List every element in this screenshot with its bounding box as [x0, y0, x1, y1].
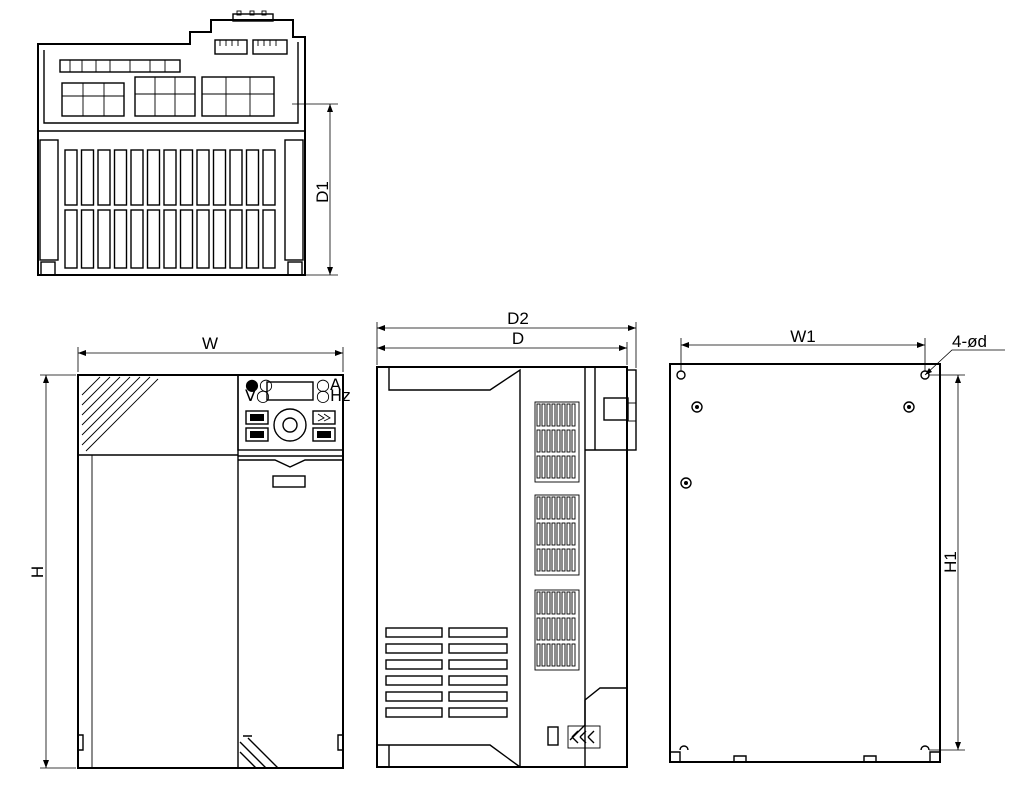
screw-icons [680, 401, 915, 489]
heatsink-fins [64, 149, 276, 269]
back-view: W1 4-ød H1 [669, 327, 1005, 763]
keypad-panel: ●○ ○A V○ ○Hz [237, 374, 350, 451]
led-label: ●○ [245, 375, 273, 394]
dim-label-holes: 4-ød [952, 332, 987, 351]
mounting-hole-icon [676, 370, 686, 380]
side-vent-slots [534, 401, 580, 671]
keypad-button[interactable] [245, 410, 269, 425]
led-label: ○Hz [316, 386, 350, 405]
vent-hatching [81, 376, 159, 452]
keypad-button[interactable] [312, 410, 336, 425]
dim-label-H1: H1 [941, 551, 960, 573]
keypad-button[interactable] [312, 427, 336, 442]
dim-label-W1: W1 [790, 327, 816, 346]
navigation-dial-icon[interactable] [273, 408, 307, 442]
led-label: ○A [316, 375, 341, 394]
dim-label-D1: D1 [313, 181, 332, 203]
power-terminal-block [61, 76, 275, 117]
side-view: D2 D [376, 309, 637, 768]
led-label: V○ [245, 386, 270, 405]
lower-vents [385, 627, 508, 718]
dim-label-W: W [202, 334, 218, 353]
dim-label-D2: D2 [507, 309, 529, 328]
keypad-button[interactable] [245, 427, 269, 442]
dim-label-D: D [512, 329, 524, 348]
front-view: ●○ ○A V○ ○Hz W H [28, 334, 350, 769]
dim-label-H: H [28, 566, 47, 578]
top-view: D1 [37, 10, 338, 276]
